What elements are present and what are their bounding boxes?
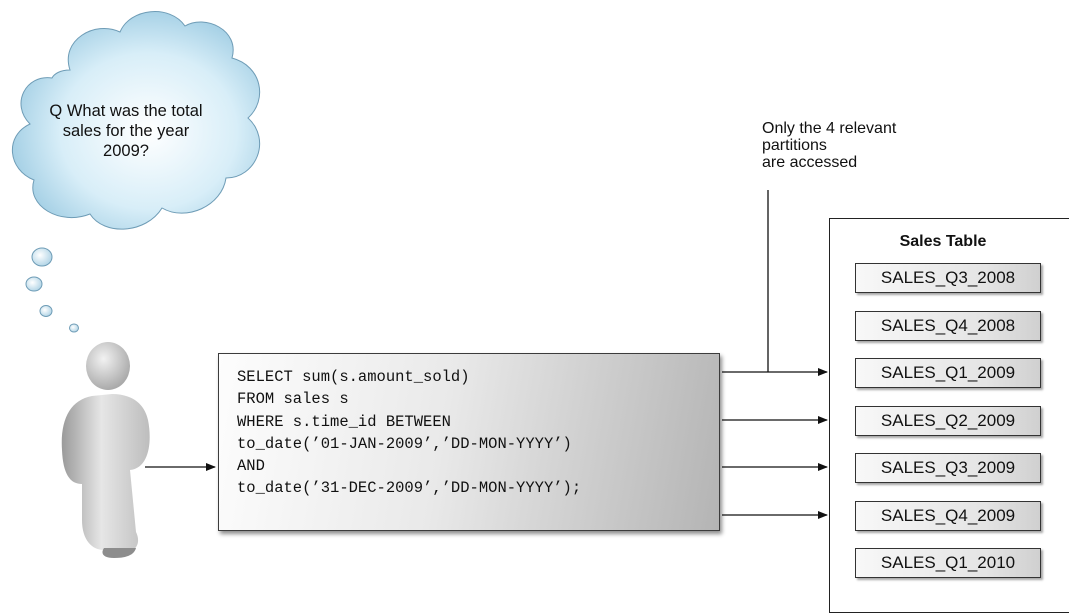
thought-bubble-large — [31, 247, 53, 267]
annotation-line: partitions — [762, 137, 827, 154]
annotation-line: are accessed — [762, 154, 858, 171]
sql-line: SELECT sum(s.amount_sold) — [237, 368, 470, 386]
partition-sales-q3-2008: SALES_Q3_2008 — [855, 263, 1041, 293]
thought-bubble-small — [39, 305, 53, 317]
question-text: Q What was the total sales for the year … — [40, 101, 212, 161]
sql-line: AND — [237, 457, 265, 476]
sql-query-box: SELECT sum(s.amount_sold) FROM sales s W… — [218, 353, 720, 531]
annotation-text: Only the 4 relevant partitions are acces… — [762, 120, 982, 171]
partition-sales-q4-2008: SALES_Q4_2008 — [855, 311, 1041, 341]
thought-cloud — [12, 11, 261, 230]
partition-sales-q3-2009: SALES_Q3_2009 — [855, 453, 1041, 483]
sales-table-title: Sales Table — [899, 233, 987, 250]
thought-bubble-tiny — [69, 323, 79, 333]
question-line: Q What was the total — [49, 102, 203, 120]
thought-bubbles — [25, 247, 79, 333]
partition-sales-q4-2009: SALES_Q4_2009 — [855, 501, 1041, 531]
sql-line: to_date(’31-DEC-2009’,’DD-MON-YYYY’); — [237, 479, 582, 498]
question-line: 2009? — [103, 142, 149, 160]
person-icon — [61, 342, 150, 558]
partition-sales-q2-2009: SALES_Q2_2009 — [855, 406, 1041, 436]
partition-sales-q1-2009: SALES_Q1_2009 — [855, 358, 1041, 388]
partition-sales-q1-2010: SALES_Q1_2010 — [855, 548, 1041, 578]
sql-line: to_date(’01-JAN-2009’,’DD-MON-YYYY’) — [237, 434, 572, 453]
annotation-line: Only the 4 relevant — [762, 120, 897, 137]
sql-line: FROM sales s — [237, 390, 349, 409]
question-line: sales for the year — [62, 122, 190, 140]
thought-bubble-medium — [25, 276, 43, 292]
sql-line: WHERE s.time_id BETWEEN — [237, 412, 451, 431]
